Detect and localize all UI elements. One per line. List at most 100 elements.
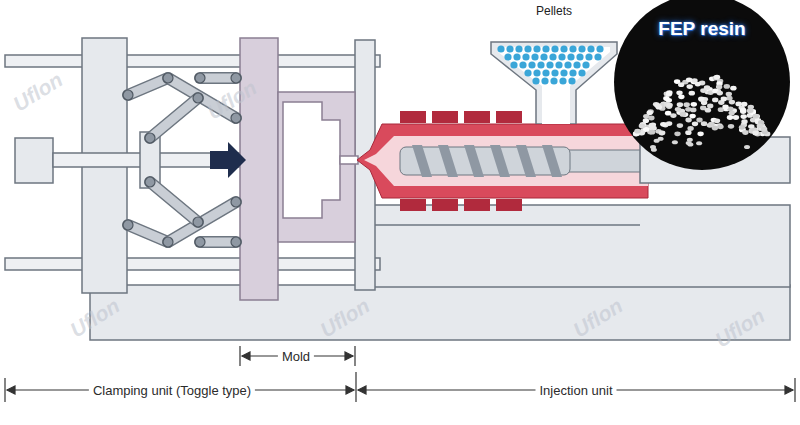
crosshead	[140, 132, 160, 188]
pellet	[497, 45, 504, 52]
toggle-link	[150, 182, 198, 222]
pellet	[510, 61, 517, 68]
dimension-lines	[5, 346, 795, 402]
resin-pellet	[680, 112, 686, 117]
resin-pellet	[649, 130, 655, 135]
toggle-pin	[195, 237, 205, 247]
resin-pellet	[689, 114, 695, 119]
tie-bar	[5, 258, 380, 270]
resin-pellet	[690, 108, 696, 113]
resin-pellet	[741, 119, 747, 124]
resin-pellet	[739, 125, 745, 130]
tie-bar	[5, 55, 380, 67]
pellet	[549, 53, 556, 60]
resin-pellet	[685, 118, 691, 123]
resin-pellet	[663, 96, 669, 101]
hopper-outline	[491, 42, 617, 124]
screw-flight	[438, 145, 458, 177]
pellet	[560, 69, 567, 76]
mold	[240, 38, 358, 300]
resin-pellet	[741, 102, 747, 107]
screw-flight	[464, 145, 484, 177]
injection-pedestal	[365, 205, 790, 287]
motion-arrow	[210, 142, 246, 178]
resin-pellet	[707, 104, 713, 109]
toggle-pin	[231, 113, 241, 123]
toggle-link	[150, 98, 198, 138]
resin-pellet	[687, 142, 693, 146]
toggle-link	[128, 225, 168, 242]
toggle-link	[128, 225, 168, 242]
resin-pellet	[696, 141, 702, 145]
resin-pellet	[752, 131, 758, 136]
resin-pellet	[648, 123, 654, 128]
pellet	[555, 61, 562, 68]
resin-pellet	[721, 97, 727, 102]
hopper-throat	[542, 86, 570, 124]
pellet	[560, 45, 567, 52]
resin-pellet	[742, 130, 748, 135]
resin-pellet	[660, 122, 666, 127]
pellet	[513, 53, 520, 60]
resin-pellet	[672, 140, 678, 144]
dimension-label: Injection unit	[536, 383, 617, 398]
pellet	[533, 45, 540, 52]
resin-pellet	[735, 102, 741, 107]
pellet	[576, 53, 583, 60]
resin-pellet	[670, 113, 676, 118]
screw-flight	[412, 145, 432, 177]
toggle-link	[150, 98, 198, 138]
pellet	[578, 69, 585, 76]
machine-base	[90, 285, 790, 340]
pedestal-line	[365, 224, 640, 226]
resin-pellet	[659, 131, 665, 136]
resin-pellet	[722, 105, 728, 110]
pellet	[559, 77, 566, 84]
resin-pellet	[705, 108, 711, 113]
resin-pellet	[717, 124, 723, 129]
pellet	[506, 45, 513, 52]
mold-half	[278, 92, 355, 242]
pellet	[551, 69, 558, 76]
resin-pellet	[675, 107, 681, 112]
resin-pellet	[691, 102, 697, 107]
toggle-pin	[231, 197, 241, 207]
toggle-pin	[163, 237, 173, 247]
pellet	[541, 77, 548, 84]
resin-pellet	[677, 123, 683, 128]
toggle-pin	[193, 93, 203, 103]
pellet	[569, 69, 576, 76]
resin-pellet	[727, 115, 733, 120]
hopper: Pellets	[488, 0, 620, 124]
material-label: FEP resin	[612, 18, 792, 40]
sprue	[340, 156, 358, 164]
pellet	[540, 53, 547, 60]
hopper-inside	[498, 47, 610, 86]
toggle-pin	[193, 217, 203, 227]
resin-pellet	[648, 116, 654, 121]
resin-pellet	[730, 86, 736, 91]
pellet	[522, 53, 529, 60]
resin-pellet	[714, 118, 720, 123]
pellet	[524, 45, 531, 52]
resin-pellet	[634, 129, 640, 134]
pellet	[558, 53, 565, 60]
toggle-pin	[145, 133, 155, 143]
resin-pellet	[643, 118, 649, 123]
resin-pellet	[698, 96, 704, 101]
resin-pellet	[747, 109, 753, 114]
resin-pellet	[747, 108, 753, 113]
resin-pellet	[647, 110, 653, 115]
pellet	[567, 53, 574, 60]
pellet	[531, 53, 538, 60]
resin-pellet	[757, 123, 763, 128]
resin-photo: FEP resin	[612, 0, 792, 172]
toggle-pin	[123, 90, 133, 100]
resin-pellet	[696, 118, 702, 123]
pellet	[573, 61, 580, 68]
resin-pellet	[689, 91, 695, 96]
pellet	[596, 45, 603, 52]
pellet	[550, 77, 557, 84]
resin-pellet	[639, 124, 645, 129]
